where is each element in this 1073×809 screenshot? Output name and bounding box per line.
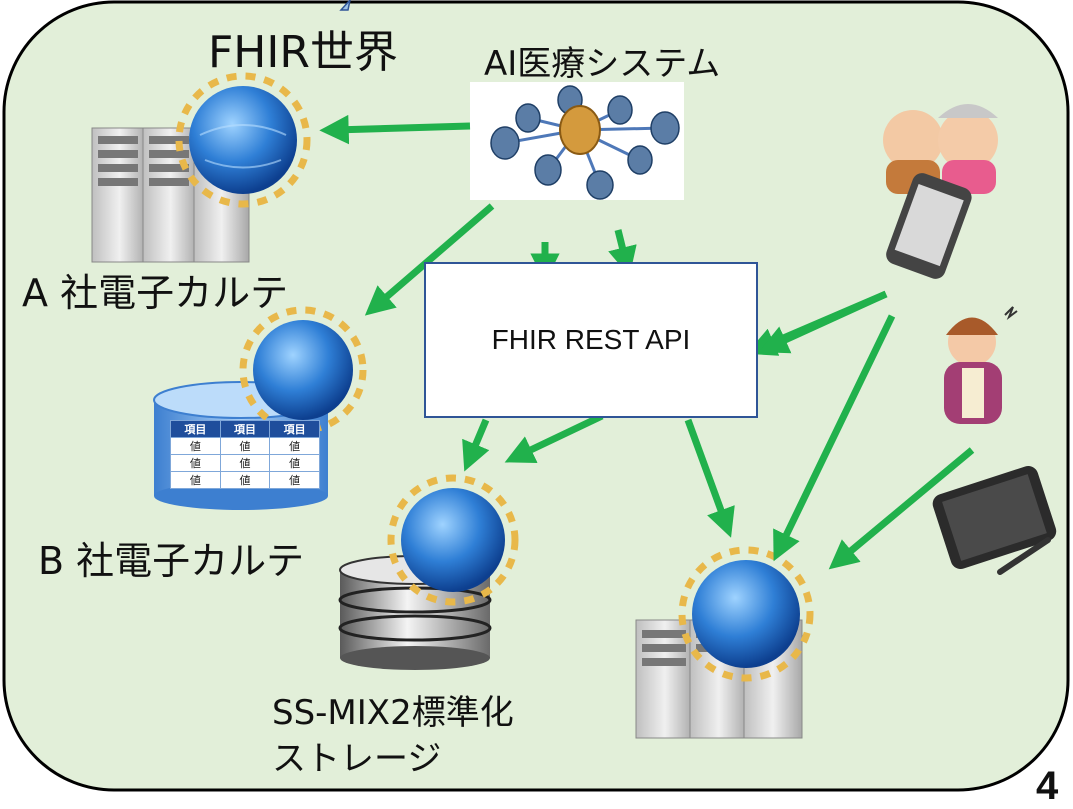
ehr-a-label: A 社電子カルテ: [22, 271, 289, 315]
table-cell: 値: [219, 471, 271, 489]
smartphone-icon: [886, 173, 972, 279]
arrow-api-to-storage-1: [462, 418, 490, 472]
storage-label: SS-MIX2標準化 ストレージ: [272, 690, 514, 782]
arrow-tablet-to-server: [828, 447, 975, 570]
sick-patient-icon: [944, 306, 1018, 424]
ai-system-network-icon: [470, 82, 684, 200]
arrow-api-to-storage-2: [504, 412, 604, 463]
table-cell: 値: [269, 454, 320, 472]
bottom-server-globe-icon: [678, 546, 814, 682]
arrow-api-to-server: [684, 418, 735, 538]
table-cell: 値: [269, 437, 320, 455]
stylus-pen-icon: [997, 537, 1051, 575]
storage-label-line2: ストレージ: [272, 739, 442, 779]
arrow-phone-to-storage: [758, 290, 888, 354]
ehr-b-label: B 社電子カルテ: [38, 539, 305, 583]
ehr-a-globe-icon: [175, 72, 311, 208]
arrow-ai-to-ehr-b: [364, 203, 495, 316]
table-header-cell: 項目: [219, 420, 271, 438]
ehr-b-data-table: 項目 項目 項目 値 値 値 値 値 値 値 値 値: [170, 420, 320, 489]
table-cell: 値: [170, 471, 221, 489]
table-cell: 値: [170, 454, 221, 472]
table-row: 値 値 値: [170, 454, 320, 472]
table-header-row: 項目 項目 項目: [170, 420, 320, 438]
fhir-rest-api-box: FHIR REST API: [424, 262, 758, 418]
storage-globe-icon: [387, 474, 519, 606]
table-cell: 値: [219, 437, 271, 455]
data-flow-arrows: [319, 114, 975, 570]
ai-system-label: AI医療システム: [484, 44, 721, 84]
table-cell: 値: [269, 471, 320, 489]
table-header-cell: 項目: [170, 420, 221, 438]
table-row: 値 値 値: [170, 471, 320, 489]
ehr-b-globe-icon: [239, 306, 367, 434]
arrow-ai-to-ehr-a: [319, 114, 471, 145]
pen-tablet-icon: [932, 466, 1057, 569]
table-row: 値 値 値: [170, 437, 320, 455]
api-label: FHIR REST API: [491, 324, 691, 355]
arrow-phone-to-server: [773, 314, 896, 562]
storage-label-line1: SS-MIX2標準化: [272, 693, 514, 733]
top-connector: [339, 0, 351, 11]
page-number: 4: [1036, 764, 1059, 808]
arrow-ai-to-api-2: [608, 229, 637, 277]
table-cell: 値: [170, 437, 221, 455]
world-title: FHIR世界: [208, 27, 398, 78]
table-cell: 値: [219, 454, 271, 472]
table-header-cell: 項目: [269, 420, 320, 438]
